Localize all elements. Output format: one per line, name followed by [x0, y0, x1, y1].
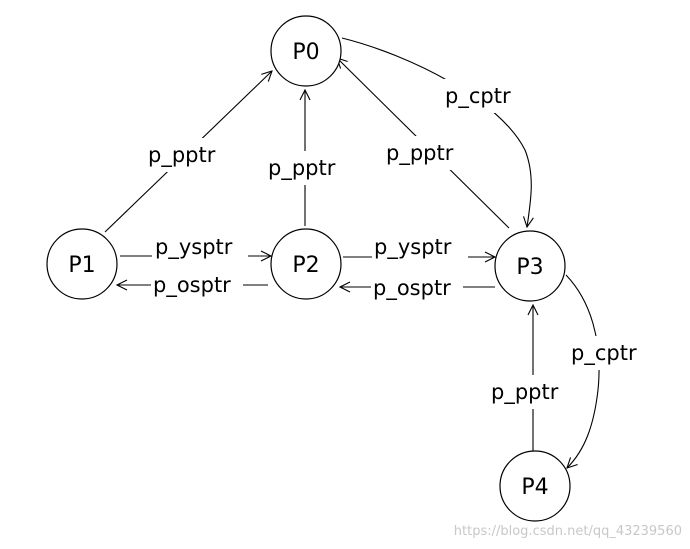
edge-label-p1-p0: p_pptr: [148, 143, 216, 168]
node-label-p3: P3: [516, 255, 543, 280]
node-p4: P4: [499, 450, 571, 522]
edge-label-p2-p0: p_pptr: [268, 156, 336, 181]
edge-label-p0-p3: p_cptr: [445, 84, 511, 109]
node-p2: P2: [270, 228, 342, 300]
node-p1: P1: [46, 228, 118, 300]
edge-label-p2-p3: p_ysptr: [374, 235, 452, 260]
node-label-p1: P1: [68, 253, 95, 278]
edge-label-p3-p0: p_pptr: [386, 141, 454, 166]
edge-labels: p_pptr p_pptr p_pptr p_cptr p_ysptr p_os…: [148, 84, 637, 405]
edge-label-p1-p2: p_ysptr: [155, 235, 233, 260]
edge-p3-p4: [565, 274, 600, 468]
node-p3: P3: [494, 230, 566, 302]
edge-label-p4-p3: p_pptr: [491, 380, 559, 405]
edge-label-p3-p4: p_cptr: [571, 341, 637, 366]
edge-label-p2-p1: p_osptr: [153, 273, 231, 298]
node-p0: P0: [270, 15, 342, 87]
nodes: P0 P1 P2 P3 P4: [46, 15, 571, 522]
node-label-p2: P2: [292, 253, 319, 278]
node-label-p0: P0: [292, 40, 319, 65]
edge-p0-p3: [341, 37, 531, 227]
edge-label-backgrounds: [145, 79, 645, 409]
edge-label-p3-p2: p_osptr: [373, 276, 451, 301]
node-label-p4: P4: [521, 475, 548, 500]
watermark-text: https://blog.csdn.net/qq_43239560: [454, 524, 682, 539]
